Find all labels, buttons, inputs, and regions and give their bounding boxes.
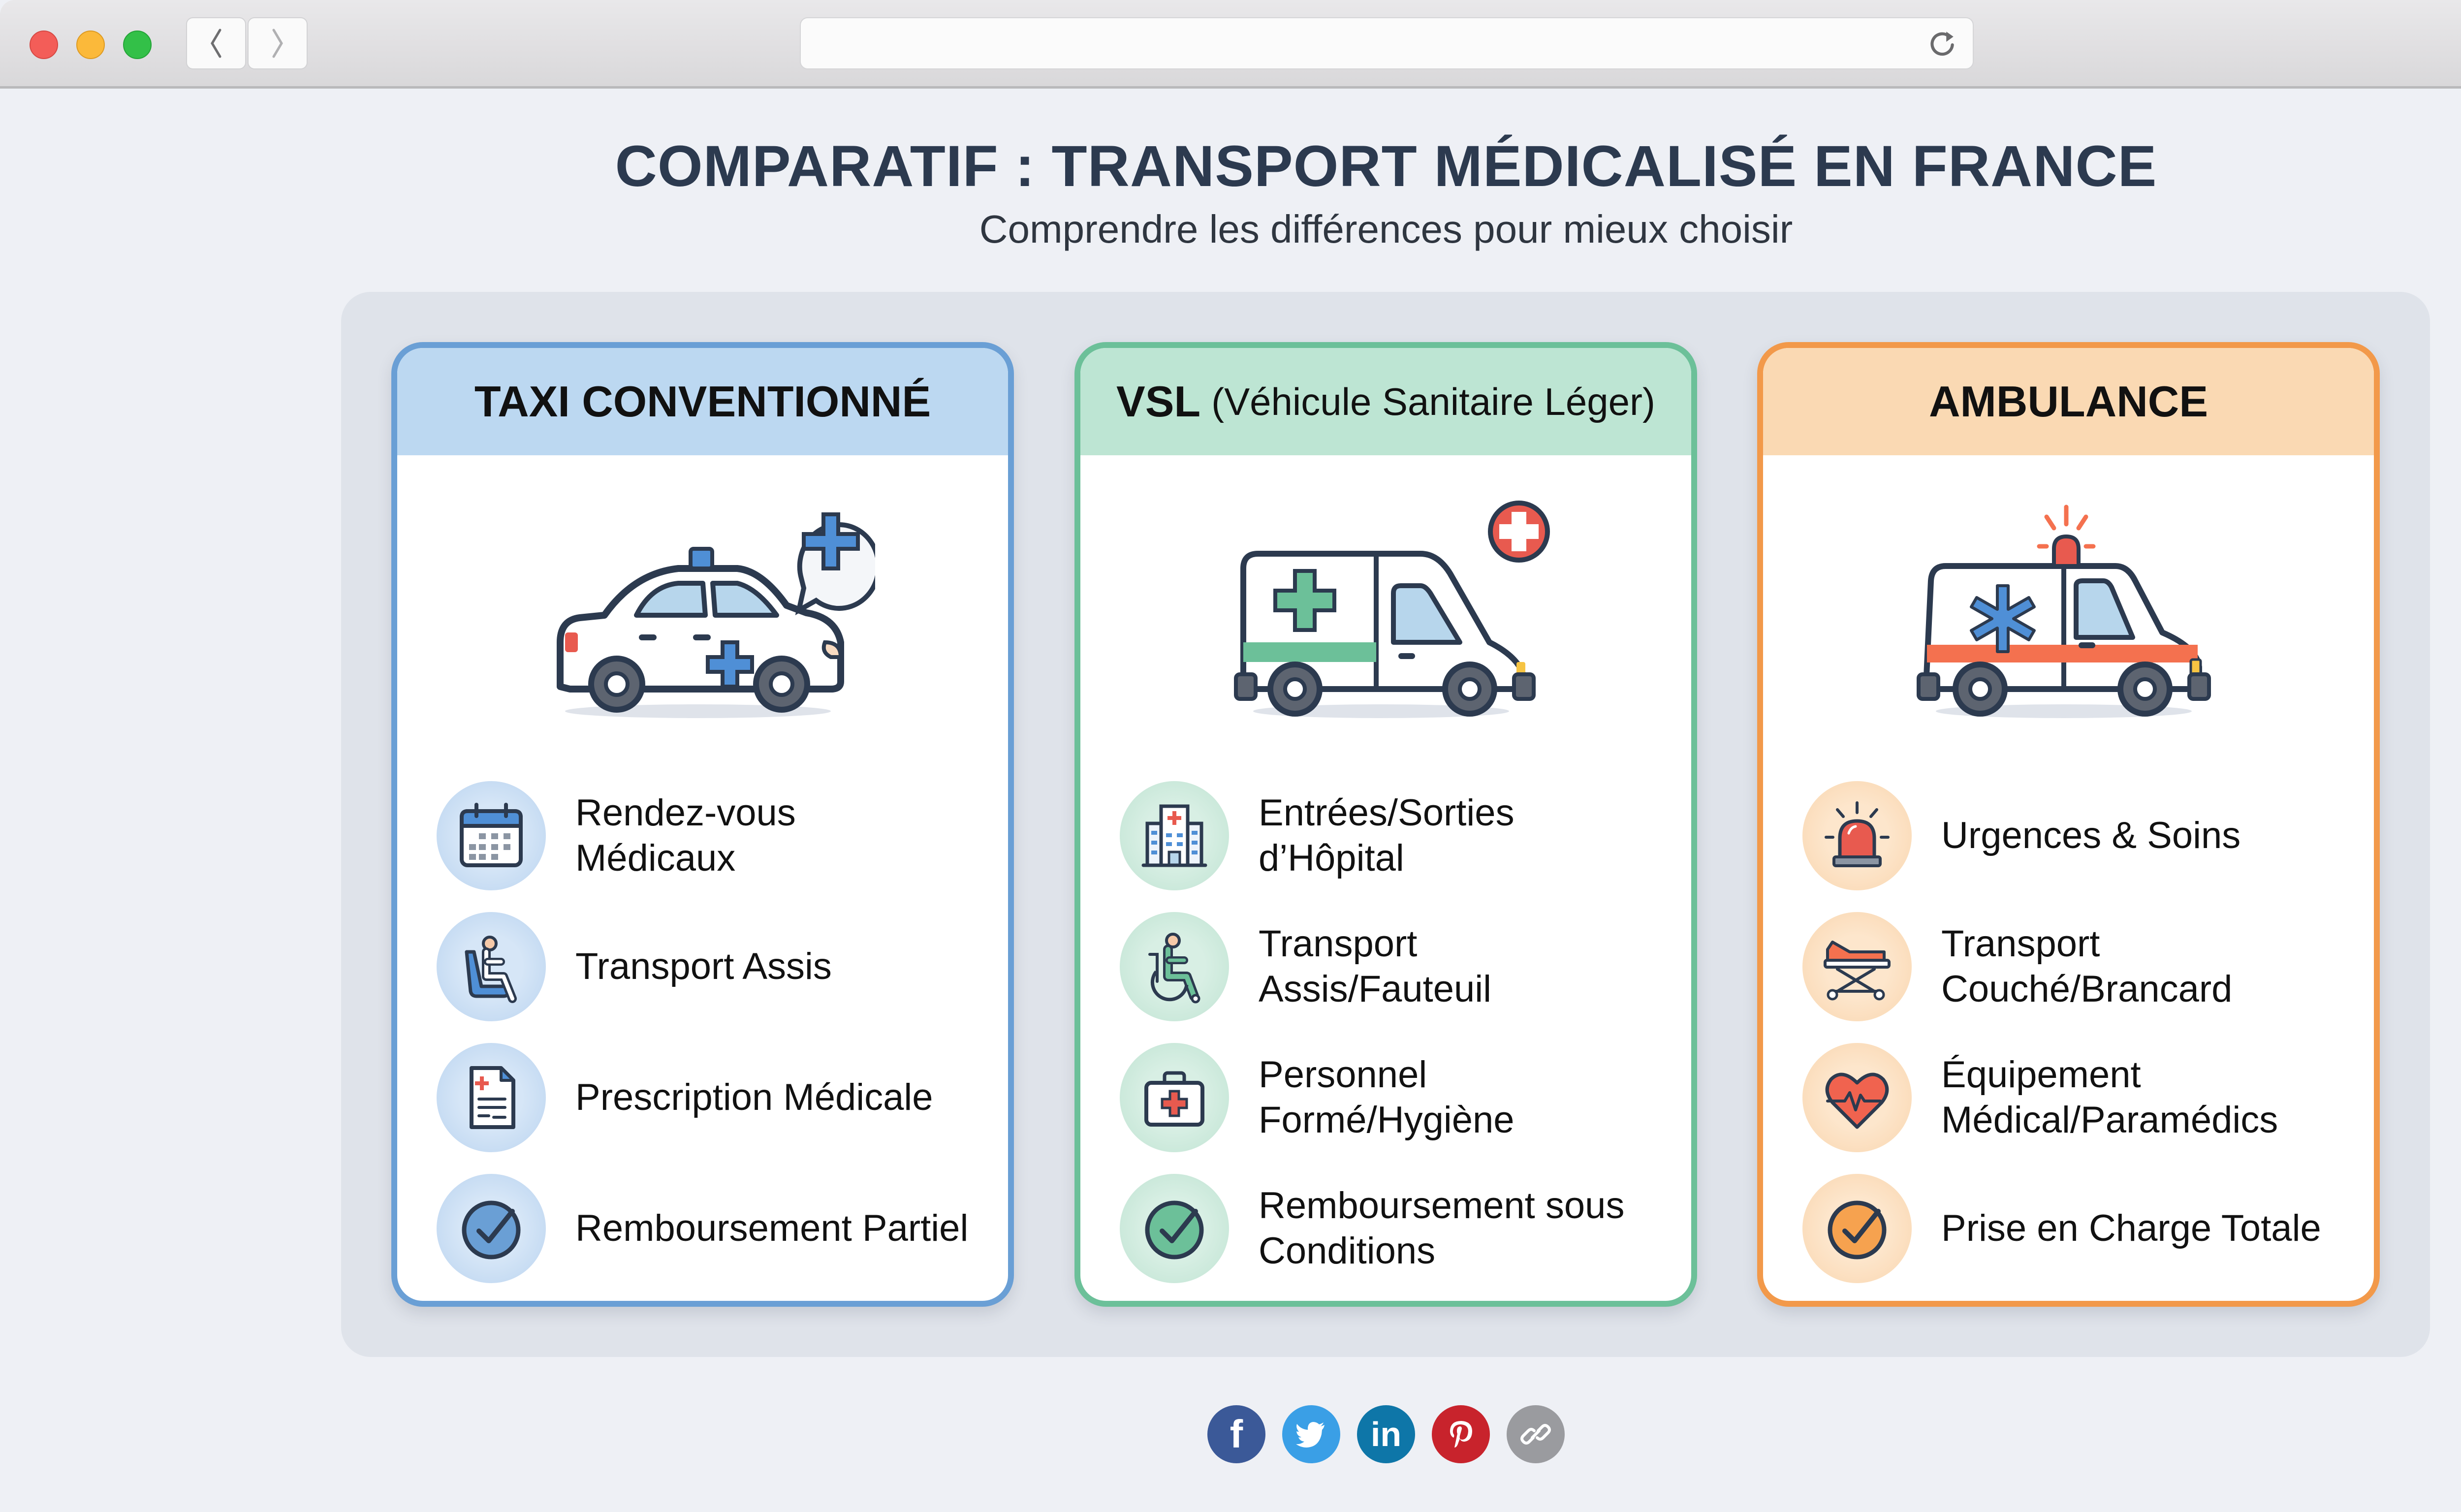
card-vsl: VSL(Véhicule Sanitaire Léger)	[1074, 342, 1697, 1307]
feature-label-line: Remboursement sous	[1259, 1185, 1625, 1227]
feature-label-line: Conditions	[1259, 1230, 1436, 1272]
feature-label-line: Transport	[1259, 923, 1418, 965]
link-icon	[1520, 1424, 1551, 1445]
vsl-van-icon	[1233, 501, 1550, 718]
siren-icon	[1825, 801, 1890, 867]
card-header: TAXI CONVENTIONNÉ	[397, 348, 1008, 455]
page-title: COMPARATIF : TRANSPORT MÉDICALISÉ EN FRA…	[615, 134, 2157, 199]
feature-item: Transport Assis	[437, 901, 1008, 1032]
feature-label-line: Entrées/Sorties	[1259, 792, 1514, 834]
feature-label-line: Couché/Brancard	[1941, 968, 2233, 1010]
feature-label-line: Transport Assis	[575, 945, 832, 987]
card-ambulance: AMBULANCE	[1757, 342, 2380, 1307]
check-circle-icon	[462, 1200, 521, 1260]
hospital-icon	[1141, 804, 1207, 867]
card-title: TAXI CONVENTIONNÉ	[474, 377, 931, 426]
card-title: VSL	[1116, 377, 1201, 426]
feature-label-line: Formé/Hygiène	[1259, 1099, 1514, 1141]
calendar-icon	[460, 803, 523, 867]
forward-button[interactable]	[248, 17, 308, 69]
vehicle-illustration	[1763, 455, 2374, 770]
heart-pulse-icon	[1825, 1072, 1889, 1129]
ambulance-icon	[1916, 504, 2211, 718]
vehicle-illustration	[397, 455, 1008, 770]
social-share-bar: f in	[0, 1405, 2461, 1463]
feature-item: Prise en Charge Totale	[1802, 1163, 2374, 1294]
back-button[interactable]	[186, 17, 246, 69]
linkedin-share-button[interactable]: in	[1357, 1405, 1415, 1463]
feature-label-line: Rendez-vous	[575, 792, 796, 834]
feature-label-line: d’Hôpital	[1259, 837, 1404, 879]
feature-label-line: Prescription Médicale	[575, 1076, 933, 1118]
feature-label-line: Équipement	[1941, 1054, 2141, 1096]
chevron-left-icon	[211, 29, 221, 58]
linkedin-icon: in	[1370, 1415, 1402, 1453]
pinterest-share-button[interactable]	[1432, 1405, 1490, 1463]
feature-label-line: Remboursement Partiel	[575, 1207, 969, 1249]
taxi-car-icon	[556, 512, 875, 718]
feature-label-line: Personnel	[1259, 1054, 1427, 1096]
browser-toolbar	[0, 0, 2461, 89]
facebook-share-button[interactable]: f	[1207, 1405, 1265, 1463]
feature-label-line: Urgences & Soins	[1941, 815, 2241, 856]
twitter-icon	[1296, 1422, 1325, 1448]
first-aid-kit-icon	[1144, 1071, 1204, 1127]
feature-item: Urgences & Soins	[1802, 770, 2374, 901]
copy-link-button[interactable]	[1507, 1405, 1565, 1463]
feature-label-line: Assis/Fauteuil	[1259, 968, 1492, 1010]
card-header: AMBULANCE	[1763, 348, 2374, 455]
seated-person-icon	[465, 936, 517, 1003]
pinterest-icon	[1450, 1421, 1472, 1448]
card-title: AMBULANCE	[1928, 377, 2209, 426]
check-circle-icon	[1828, 1200, 1887, 1260]
feature-item: Prescription Médicale	[437, 1032, 1008, 1163]
feature-label-line: Médicaux	[575, 837, 736, 879]
twitter-share-button[interactable]	[1282, 1405, 1340, 1463]
prescription-document-icon	[470, 1066, 515, 1129]
stretcher-icon	[1824, 941, 1891, 1001]
card-taxi-conventionne: TAXI CONVENTIONNÉ	[391, 342, 1014, 1307]
address-bar[interactable]	[800, 17, 1974, 69]
zoom-window-button[interactable]	[123, 31, 152, 59]
card-title-sub: (Véhicule Sanitaire Léger)	[1211, 379, 1655, 423]
close-window-button[interactable]	[30, 31, 58, 59]
feature-label-line: Médical/Paramédics	[1941, 1099, 2278, 1141]
check-circle-icon	[1145, 1200, 1204, 1260]
vehicle-illustration	[1080, 455, 1691, 770]
page-subtitle: Comprendre les différences pour mieux ch…	[979, 207, 1793, 251]
facebook-icon: f	[1230, 1412, 1243, 1456]
feature-item: Remboursement Partiel	[437, 1163, 1008, 1294]
feature-label-line: Transport	[1941, 923, 2100, 965]
reload-icon[interactable]	[1927, 29, 1957, 59]
card-header: VSL(Véhicule Sanitaire Léger)	[1080, 348, 1691, 455]
feature-label-line: Prise en Charge Totale	[1941, 1207, 2321, 1249]
wheelchair-icon	[1148, 933, 1200, 1004]
chevron-right-icon	[272, 29, 283, 58]
minimize-window-button[interactable]	[76, 31, 105, 59]
